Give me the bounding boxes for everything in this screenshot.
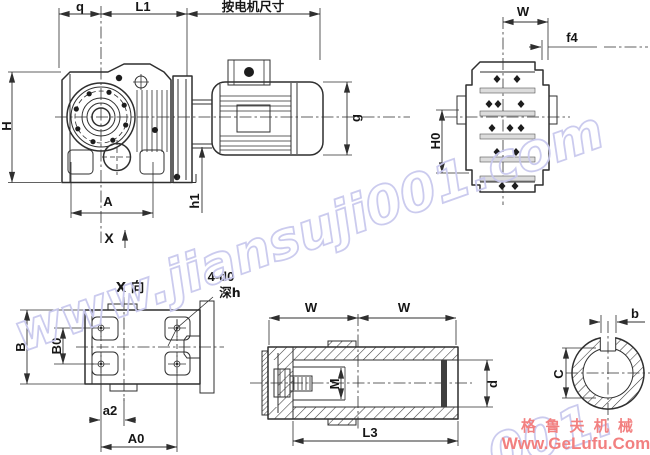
dim-H-label: H bbox=[0, 121, 14, 130]
front-assembly-view: q L1 按电机尺寸 H g h1 A X bbox=[0, 0, 410, 248]
dim-L3-label: L3 bbox=[362, 425, 377, 440]
dim-L1-label: L1 bbox=[135, 0, 150, 14]
dim-d-label: d bbox=[485, 380, 500, 388]
ring-groove bbox=[441, 360, 447, 407]
view-direction-label: X 向 bbox=[116, 279, 145, 296]
hole-depth-label: 深h bbox=[219, 285, 240, 300]
dim-B-label: B bbox=[13, 342, 28, 351]
terminal-box-bolt bbox=[244, 67, 254, 77]
foot-slot bbox=[139, 149, 165, 175]
watermark-diagonal: www.jiansuji001.com bbox=[6, 100, 611, 364]
holes-callout-label: 4-d0 bbox=[208, 269, 235, 284]
bolt-pocket bbox=[91, 351, 119, 376]
x-axis-label: X bbox=[104, 230, 114, 246]
shaft-section-view: W W M d L3 bbox=[250, 300, 500, 446]
terminal-box bbox=[227, 59, 271, 86]
side-view-bolts bbox=[485, 75, 525, 190]
gearbox-housing bbox=[61, 63, 172, 184]
dim-C-label: C bbox=[551, 369, 566, 379]
base-bolt bbox=[173, 173, 181, 181]
dim-A0-label: A0 bbox=[128, 431, 145, 446]
bore-section-view: b C bbox=[551, 306, 650, 429]
top-view: X 向 4-d0 深h B B0 a2 A0 bbox=[13, 269, 241, 452]
brand-company-name: 格 鲁 夫 机 械 bbox=[521, 417, 635, 435]
motor-fins bbox=[220, 95, 291, 151]
motor-flange bbox=[172, 75, 193, 184]
dim-W-right-label: W bbox=[398, 300, 411, 315]
dim-g-label: g bbox=[348, 114, 363, 122]
motor-nameplate bbox=[236, 104, 271, 133]
bolt-pocket bbox=[91, 316, 119, 341]
dim-q-label: q bbox=[76, 0, 84, 14]
dim-b-label: b bbox=[631, 306, 639, 321]
dim-W-label: W bbox=[517, 4, 530, 19]
dim-motor-size-label: 按电机尺寸 bbox=[222, 0, 285, 14]
bore-lines bbox=[293, 359, 458, 408]
housing-bolt bbox=[115, 74, 123, 82]
holes-leader-line bbox=[167, 296, 214, 347]
dim-M-label: M bbox=[327, 379, 342, 390]
bolt-pocket bbox=[164, 316, 191, 341]
brand-website: Www.GeLufu.Com bbox=[502, 434, 650, 453]
end-plate bbox=[261, 350, 269, 416]
retainer-bolt-shaft bbox=[289, 375, 313, 392]
dim-H0-label: H0 bbox=[428, 133, 443, 150]
top-view-flange bbox=[183, 300, 215, 394]
dim-h1-label: h1 bbox=[187, 193, 202, 208]
dim-f4-label: f4 bbox=[566, 30, 578, 45]
bolt-pocket bbox=[164, 351, 191, 376]
top-view-body bbox=[84, 309, 201, 385]
foot-slot bbox=[67, 149, 94, 175]
dim-A-label: A bbox=[103, 194, 113, 209]
side-view: W f4 H0 bbox=[428, 4, 648, 205]
dim-W-left-label: W bbox=[305, 300, 318, 315]
dim-B0-label: B0 bbox=[49, 338, 64, 355]
motor bbox=[211, 59, 324, 156]
gearbox-fins bbox=[136, 90, 168, 152]
housing-bolt bbox=[152, 127, 158, 133]
output-flange bbox=[66, 82, 136, 152]
dim-a2-label: a2 bbox=[103, 403, 117, 418]
side-lug-right bbox=[548, 95, 558, 125]
